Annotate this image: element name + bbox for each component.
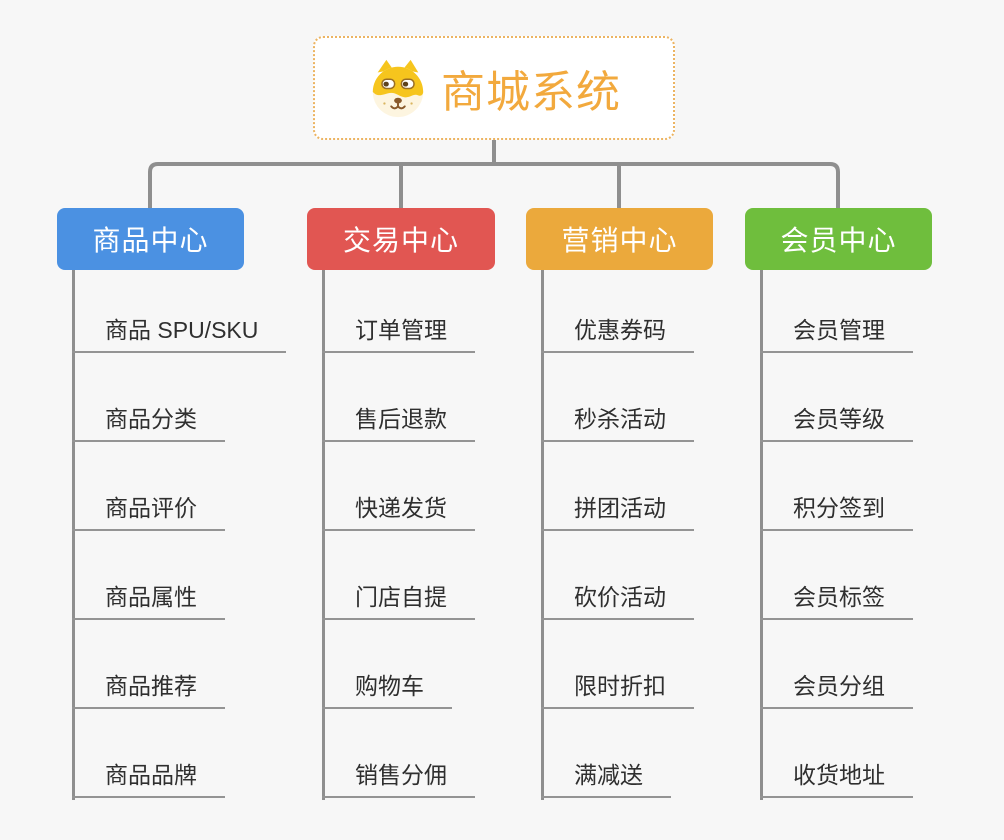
branch-label: 交易中心 [342,225,459,256]
branch-label: 商品中心 [92,225,209,256]
leaf-node[interactable]: 商品推荐 [72,672,225,709]
leaf-node[interactable]: 商品分类 [72,405,225,442]
leaf-node[interactable]: 会员标签 [760,583,913,620]
leaf-node[interactable]: 会员管理 [760,316,913,353]
leaf-node[interactable]: 满减送 [541,761,671,798]
root-node[interactable]: 商城系统 [313,36,675,140]
root-title: 商城系统 [441,68,621,117]
branch-node-product-center[interactable]: 商品中心 [57,208,244,270]
leaf-node[interactable]: 订单管理 [322,316,475,353]
leaf-node[interactable]: 秒杀活动 [541,405,694,442]
leaf-node[interactable]: 会员等级 [760,405,913,442]
leaf-node[interactable]: 商品 SPU/SKU [72,316,287,353]
branch-label: 营销中心 [561,225,678,256]
leaf-node[interactable]: 会员分组 [760,672,913,709]
branch-node-trade-center[interactable]: 交易中心 [307,208,495,270]
leaf-node[interactable]: 门店自提 [322,583,475,620]
leaf-node[interactable]: 商品评价 [72,494,225,531]
leaf-node[interactable]: 砍价活动 [541,583,694,620]
leaf-node[interactable]: 售后退款 [322,405,475,442]
dog-face-icon [372,59,424,118]
leaf-node[interactable]: 商品属性 [72,583,225,620]
branch-label: 会员中心 [780,225,897,256]
branch-node-member-center[interactable]: 会员中心 [745,208,932,270]
leaf-node[interactable]: 购物车 [322,672,452,709]
leaf-node[interactable]: 销售分佣 [322,761,475,798]
leaf-node[interactable]: 限时折扣 [541,672,694,709]
leaf-node[interactable]: 商品品牌 [72,761,225,798]
leaf-node[interactable]: 拼团活动 [541,494,694,531]
leaf-node[interactable]: 快递发货 [322,494,475,531]
leaf-node[interactable]: 优惠券码 [541,316,694,353]
branch-node-marketing-center[interactable]: 营销中心 [526,208,713,270]
leaf-node[interactable]: 收货地址 [760,761,913,798]
leaf-node[interactable]: 积分签到 [760,494,913,531]
